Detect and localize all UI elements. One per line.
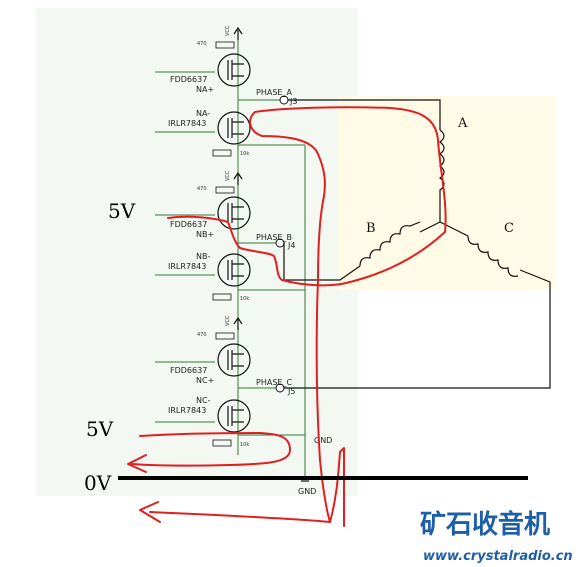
vcc-label-3: VCC (225, 315, 231, 326)
source-resistor (212, 293, 232, 301)
current-path-annotation (127, 106, 447, 527)
transistor-net-2: NA- (196, 109, 210, 118)
transistor-stages: 470 FDD6637 NA+ 10k NA- IRLR7843 470 FDD… (168, 41, 251, 448)
phase-a-name: PHASE_A (256, 88, 292, 97)
mosfet-symbol-nb-plus (217, 196, 251, 230)
transistor-net-1: NA+ (196, 85, 214, 94)
gate-resistor-value: 470 (197, 332, 207, 338)
schematic-wires (155, 40, 306, 478)
transistor-model-5: FDD6637 (170, 366, 207, 375)
vcc-label-1: VCC (225, 25, 231, 36)
voltage-top-label: 5V (108, 199, 136, 223)
coil-b-label: B (366, 221, 376, 236)
source-resistor (212, 439, 232, 447)
watermark-url: www.crystalradio.cn (423, 549, 573, 564)
coil-c (467, 235, 519, 277)
phase-b-name: PHASE_B (256, 233, 292, 242)
transistor-model-2: IRLR7843 (168, 119, 206, 128)
vcc-label-2: VCC (225, 170, 231, 181)
source-resistor (212, 149, 232, 157)
gate-resistor-value: 470 (197, 41, 207, 47)
mosfet-symbol-na-minus (217, 111, 251, 145)
gate-resistor (215, 332, 235, 340)
gnd-symbol-label: GND (298, 487, 316, 496)
phase-b-connector-label: J4 (287, 241, 295, 250)
source-resistor-value: 10k (240, 442, 249, 448)
gnd-label: GND (314, 436, 332, 445)
phase-a-connector (279, 95, 289, 105)
gate-resistor-value: 470 (197, 186, 207, 192)
gate-resistor (215, 41, 235, 49)
phase-c-connector-label: J5 (287, 387, 295, 396)
motor-panel (338, 96, 556, 290)
phase-a-connector-label: J3 (289, 97, 297, 106)
transistor-model-4: IRLR7843 (168, 262, 206, 271)
transistor-model-6: IRLR7843 (168, 406, 206, 415)
voltage-bottom-label: 5V (86, 417, 114, 441)
transistor-net-5: NC+ (196, 376, 214, 385)
mosfet-symbol-na-plus (217, 53, 251, 87)
coil-b (359, 221, 421, 267)
mosfet-symbol-nc-minus (217, 399, 251, 433)
source-resistor-value: 10k (240, 296, 249, 302)
transistor-net-4: NB- (196, 252, 210, 261)
transistor-model-1: FDD6637 (170, 75, 207, 84)
mosfet-symbol-nb-minus (217, 253, 251, 287)
ground-ref-label: 0V (84, 471, 112, 495)
source-resistor-value: 10k (240, 151, 249, 157)
coil-c-label: C (504, 221, 514, 236)
phase-outputs: PHASE_A J3 PHASE_B J4 PHASE_C J5 (256, 88, 297, 396)
coil-a-label: A (457, 116, 468, 131)
transistor-net-3: NB+ (196, 230, 214, 239)
mosfet-symbol-nc-plus (217, 343, 251, 377)
phase-c-name: PHASE_C (256, 378, 292, 387)
vcc-symbols: VCC VCC VCC (225, 25, 243, 330)
gate-resistor (215, 186, 235, 194)
transistor-model-3: FDD6637 (170, 220, 207, 229)
watermark-brand: 矿石收音机 (420, 509, 550, 540)
schematic-panel (36, 8, 358, 496)
transistor-net-6: NC- (196, 396, 211, 405)
